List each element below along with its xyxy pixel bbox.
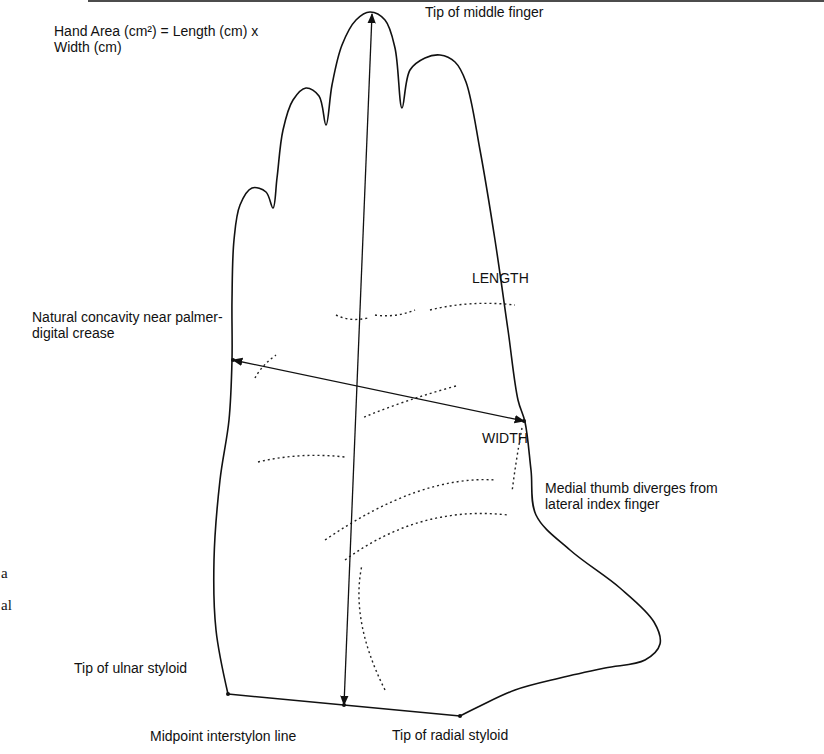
palm-creases	[255, 303, 522, 690]
hand-outline	[214, 12, 661, 716]
formula-note: Hand Area (cm²) = Length (cm) x Width (c…	[54, 23, 294, 55]
length-measure	[344, 14, 372, 705]
landmark-dot	[231, 358, 235, 362]
landmark-label: Natural concavity near palmer-digital cr…	[32, 309, 227, 341]
measure-label: WIDTH	[482, 430, 528, 446]
landmark-label: Midpoint interstylon line	[150, 728, 296, 744]
landmark-label: Medial thumb diverges from lateral index…	[545, 480, 723, 512]
landmark-label: Tip of radial styloid	[392, 727, 508, 743]
text-fragment: al	[1, 597, 12, 613]
text-fragment: a	[1, 565, 8, 581]
landmark-dot	[522, 419, 526, 423]
measure-label: LENGTH	[472, 270, 529, 286]
landmark-label: Tip of ulnar styloid	[74, 660, 187, 676]
landmark-label: Tip of middle finger	[425, 4, 544, 20]
top-rule	[88, 0, 824, 2]
landmark-dot	[458, 714, 462, 718]
width-measure	[233, 360, 524, 421]
landmark-dot	[342, 703, 346, 707]
landmark-dot	[226, 692, 230, 696]
